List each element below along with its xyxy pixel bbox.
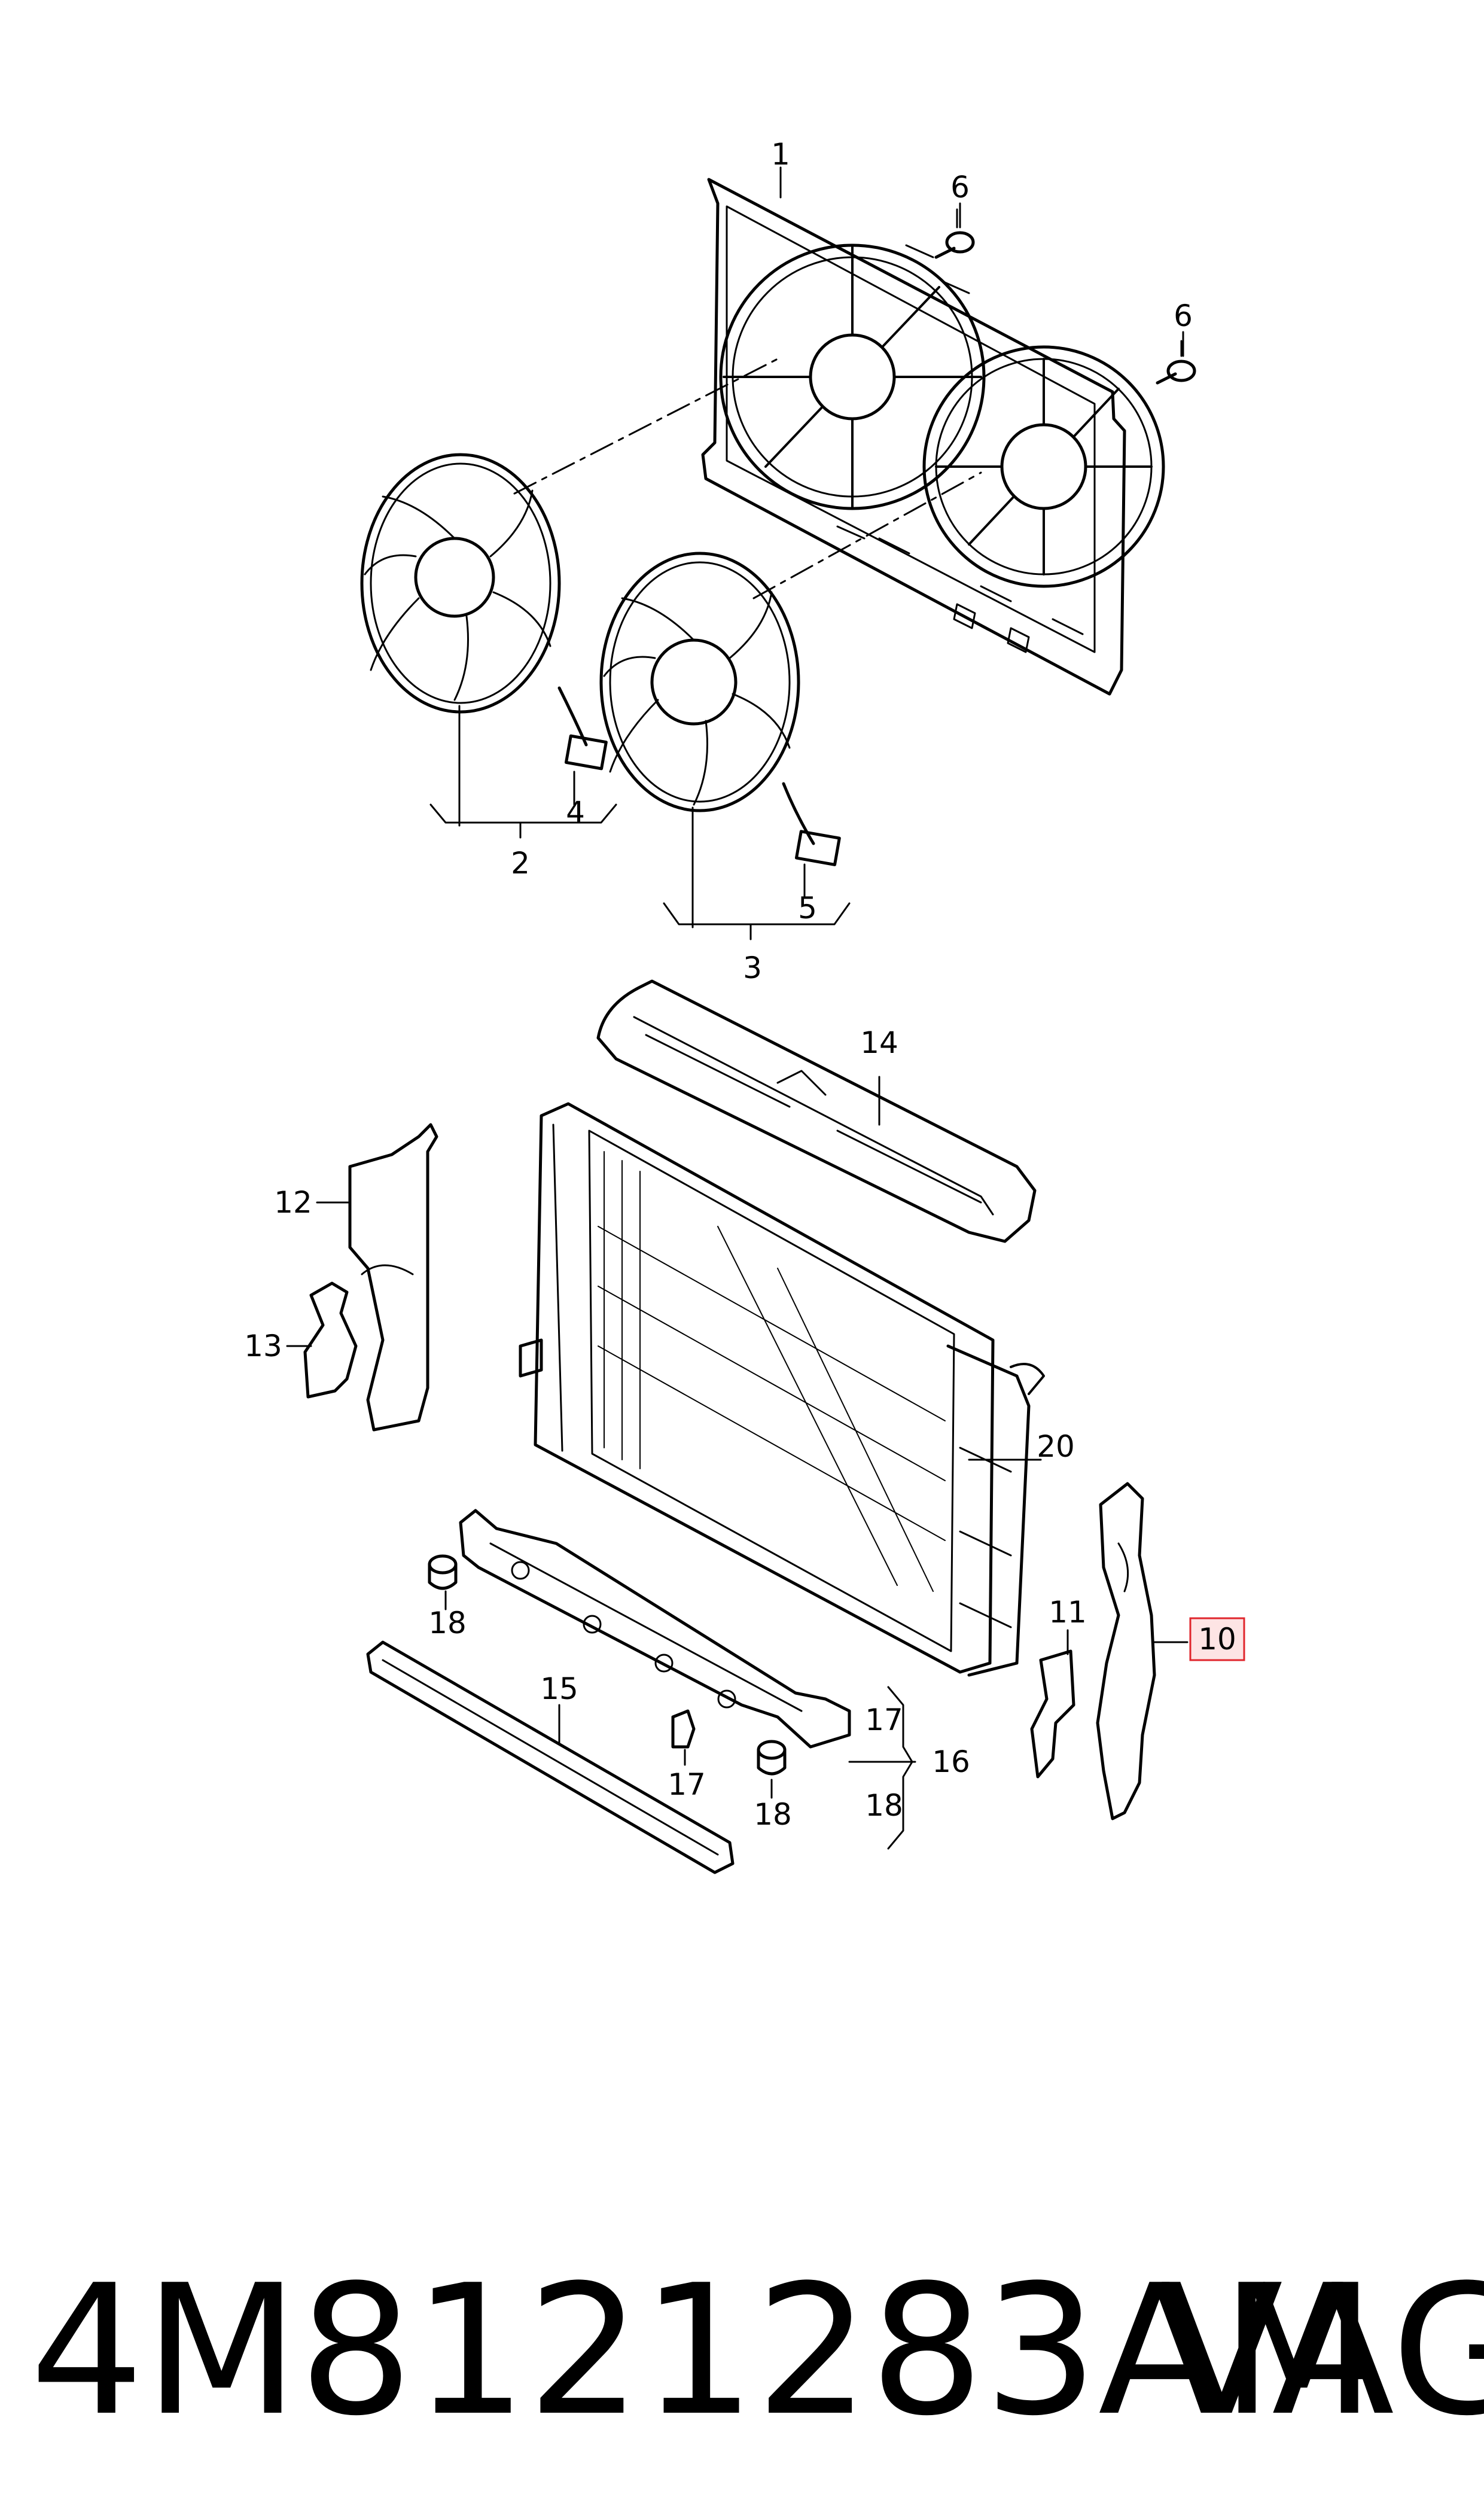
screw-right (1156, 340, 1196, 385)
part-number: 4M8121283AM (30, 2246, 1376, 2455)
callout-5[interactable]: 5 (798, 891, 817, 925)
callout-12[interactable]: 12 (274, 1185, 312, 1220)
rubber-mount-right (757, 1740, 787, 1776)
rubber-mount-left (428, 1554, 458, 1590)
left-air-duct-12 (348, 1123, 438, 1432)
callout-2[interactable]: 2 (511, 846, 530, 881)
left-fan (360, 453, 608, 771)
fan-shroud (701, 178, 1165, 696)
left-duct-leaders (286, 1201, 351, 1347)
upper-air-guide (596, 979, 1037, 1243)
left-air-duct-13 (303, 1281, 358, 1399)
callout-17-right[interactable]: 17 (865, 1703, 903, 1737)
callout-16[interactable]: 16 (932, 1744, 970, 1779)
exploded-parts-diagram: 1 6 6 4 2 5 3 14 12 13 20 18 11 10 15 17… (244, 137, 1245, 1874)
callout-6-right[interactable]: 6 (1174, 299, 1193, 333)
lower-air-guide-strip (366, 1640, 735, 1874)
right-fan (599, 552, 841, 866)
callout-1[interactable]: 1 (771, 137, 790, 172)
right-air-duct-10 (1096, 1482, 1156, 1820)
callout-18-right[interactable]: 18 (865, 1788, 903, 1823)
callout-20[interactable]: 20 (1037, 1429, 1075, 1464)
callout-14[interactable]: 14 (860, 1025, 898, 1060)
highlight-box-10 (1189, 1617, 1245, 1661)
assembly-lines (513, 358, 982, 599)
callout-4[interactable]: 4 (566, 795, 585, 830)
callout-3[interactable]: 3 (743, 951, 762, 985)
radiator (519, 1102, 1045, 1677)
clip (671, 1709, 696, 1749)
callout-10[interactable]: 10 (1198, 1622, 1236, 1657)
lower-carrier (459, 1509, 851, 1749)
brand-name: VAG (1160, 2246, 1484, 2455)
callout-13[interactable]: 13 (244, 1329, 282, 1363)
callout-18-lower[interactable]: 18 (754, 1797, 792, 1832)
callout-17-lower[interactable]: 17 (668, 1767, 706, 1802)
callout-6-upper[interactable]: 6 (950, 170, 970, 205)
air-duct-11 (1030, 1649, 1075, 1779)
callout-11[interactable]: 11 (1049, 1595, 1087, 1630)
fan-leaders (429, 166, 1184, 940)
lower-leaders (444, 1076, 1189, 1850)
callout-15[interactable]: 15 (540, 1671, 578, 1706)
screw-upper (934, 208, 975, 259)
callout-18-left[interactable]: 18 (428, 1606, 467, 1640)
